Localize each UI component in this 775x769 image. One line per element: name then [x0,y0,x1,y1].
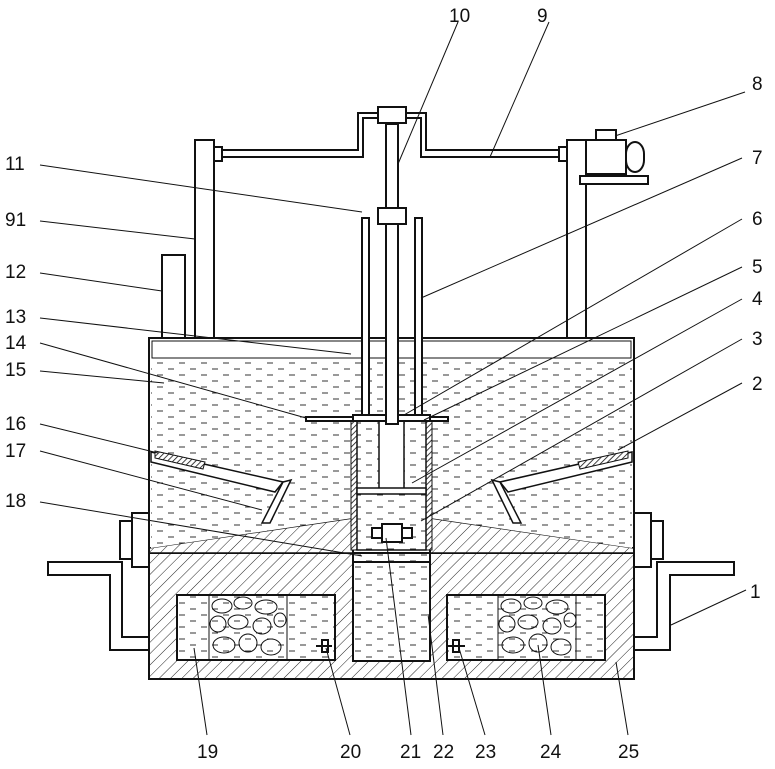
label-23: 23 [475,742,496,763]
label-91: 91 [5,210,26,231]
label-17: 17 [5,441,26,462]
piston-rod-housing [379,420,404,490]
center-shaft [386,124,398,424]
label-12: 12 [5,262,26,283]
label-1: 1 [750,582,761,603]
label-20: 20 [340,742,361,763]
inner-rod-right [415,218,422,415]
label-15: 15 [5,360,26,381]
inlet-box [162,255,185,338]
label-2: 2 [752,374,763,395]
lower-coupling [378,208,406,224]
cylinder-side-tab-left [306,417,353,421]
label-10: 10 [449,6,470,27]
label-21: 21 [400,742,421,763]
label-9: 9 [537,6,548,27]
right-support-column [567,140,586,338]
label-4: 4 [752,289,763,310]
left-side-port [120,513,149,567]
label-6: 6 [752,209,763,230]
cylinder-side-tab-right [430,417,448,421]
motor [580,130,648,184]
label-14: 14 [5,333,27,354]
left-mount-bracket [48,562,149,650]
label-5: 5 [752,257,763,278]
label-22: 22 [433,742,454,763]
filter-cylinder-wall-left [351,420,357,550]
crossbar-frame [214,113,378,157]
label-25: 25 [618,742,639,763]
right-mount-bracket [634,562,734,650]
label-18: 18 [5,491,26,512]
label-7: 7 [752,148,763,169]
label-3: 3 [752,329,763,350]
piston-plate [357,488,426,494]
left-support-column [195,140,214,338]
label-16: 16 [5,414,26,435]
central-column [353,553,430,661]
label-11: 11 [5,154,25,175]
upper-coupling [378,107,406,123]
right-filter-chamber [447,595,605,660]
label-24: 24 [540,742,562,763]
inner-rod-left [362,218,369,415]
filter-cylinder-wall-right [426,420,432,550]
label-19: 19 [197,742,218,763]
label-8: 8 [752,74,763,95]
right-side-port [634,513,663,567]
label-13: 13 [5,307,26,328]
